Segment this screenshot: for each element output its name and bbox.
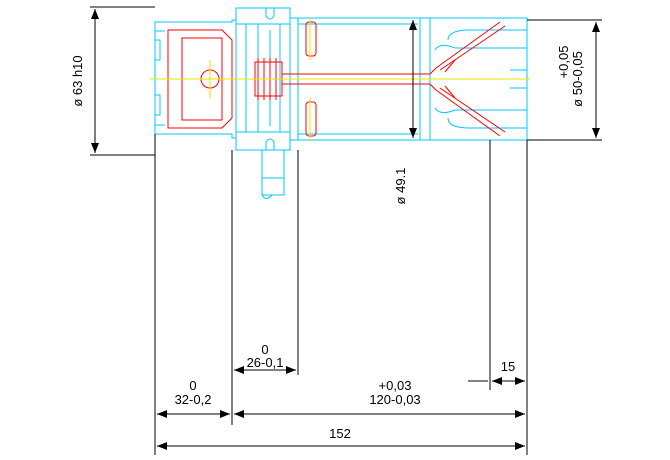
pin-lower: [305, 101, 317, 137]
dim-120: 120-0,03: [369, 392, 420, 407]
dim-120-upper: +0,03: [379, 378, 412, 393]
dim-152: 152: [329, 426, 351, 441]
dimension-labels: ø 63 h10 ø 49.1 +0,05 ø 50-0,05 0 26-0,1…: [70, 46, 585, 441]
centerlines: [150, 18, 530, 140]
dim-26: 26-0,1: [247, 355, 284, 370]
dim-15: 15: [501, 359, 515, 374]
dimension-lines: [90, 6, 602, 455]
dim-d49: ø 49.1: [393, 168, 408, 205]
coolant-channel: [282, 67, 437, 75]
tool-holder-outline: [154, 7, 528, 199]
dim-d50: ø 50-0,05: [570, 51, 585, 107]
dim-26-upper: 0: [261, 342, 268, 357]
dim-d63: ø 63 h10: [70, 55, 85, 106]
dim-d50-tolerance: +0,05: [556, 46, 571, 79]
dim-32: 32-0,2: [175, 392, 212, 407]
flange-groove: [265, 8, 275, 20]
pin-upper: [305, 21, 317, 57]
dim-32-upper: 0: [189, 378, 196, 393]
pull-stud-bore: [167, 29, 233, 129]
